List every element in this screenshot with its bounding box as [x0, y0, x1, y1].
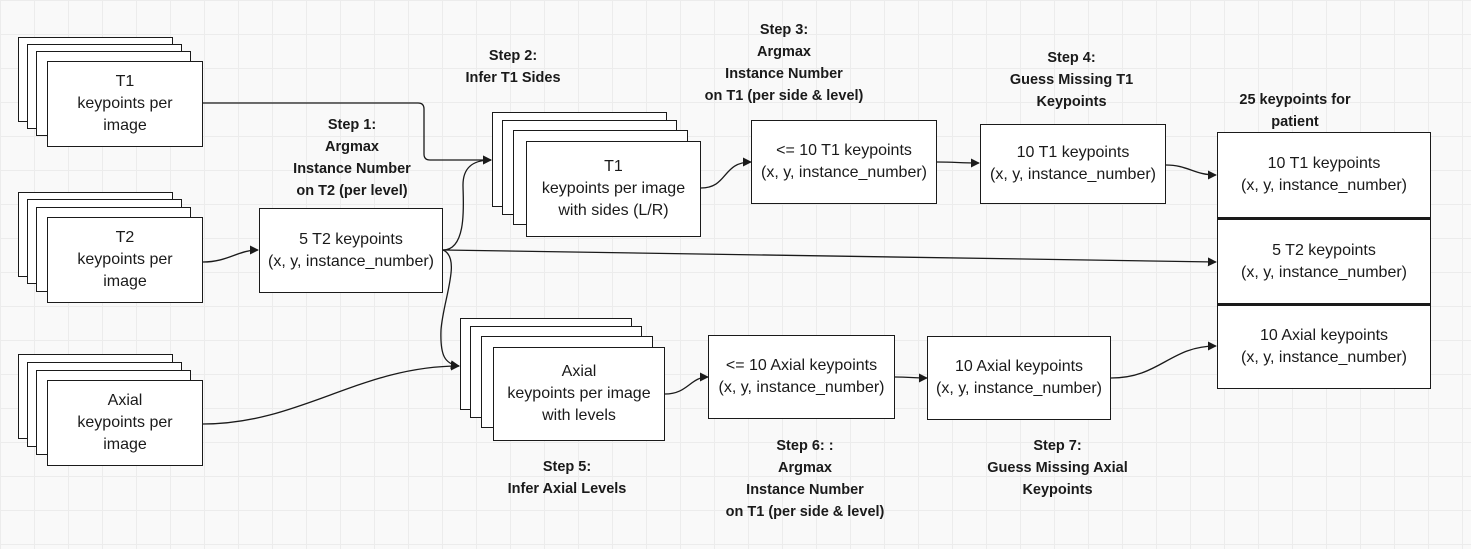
step1-label-line: Instance Number — [293, 161, 411, 177]
step6-label-line: Step 6: : — [776, 438, 834, 454]
step2-box-line: with sides (L/R) — [558, 202, 669, 219]
step1-label: Step 1: Argmax Instance Number on T2 (pe… — [272, 114, 432, 202]
result-row-t2: 5 T2 keypoints (x, y, instance_number) — [1217, 217, 1431, 304]
t1-input-line: T1 — [115, 73, 135, 90]
arrow-step3-to-step4 — [936, 158, 980, 168]
step5-box-line: keypoints per image — [507, 385, 651, 402]
step5-label-line: Step 5: — [542, 459, 592, 475]
step2-box-line: keypoints per image — [541, 180, 686, 197]
arrow-step2-to-step3 — [700, 157, 752, 189]
step3-label: Step 3: Argmax Instance Number on T1 (pe… — [684, 19, 884, 107]
step2-label-line: Step 2: — [488, 48, 538, 64]
step1-label-line: Step 1: — [327, 117, 377, 133]
arrow-t2-to-step1 — [202, 245, 259, 263]
step2-box: T1 keypoints per image with sides (L/R) — [526, 141, 701, 237]
step5-box: Axial keypoints per image with levels — [493, 347, 665, 441]
step1-box-line: (x, y, instance_number) — [268, 252, 434, 270]
step3-box-line: <= 10 T1 keypoints — [776, 142, 912, 159]
axial-input-box: Axial keypoints per image — [47, 380, 203, 466]
step7-box-line: 10 Axial keypoints — [954, 358, 1084, 375]
step1-box-line: 5 T2 keypoints — [299, 230, 403, 248]
step3-label-line: Argmax — [757, 44, 811, 60]
arrow-step1-to-step2 — [442, 155, 492, 251]
step7-box: 10 Axial keypoints (x, y, instance_numbe… — [927, 336, 1111, 420]
step1-label-line: on T2 (per level) — [296, 183, 408, 199]
step6-box-line: <= 10 Axial keypoints — [725, 357, 878, 374]
step6-label: Step 6: : Argmax Instance Number on T1 (… — [705, 435, 905, 523]
step3-box: <= 10 T1 keypoints (x, y, instance_numbe… — [751, 120, 937, 204]
t2-input-line: keypoints per — [77, 251, 173, 268]
step6-label-line: Instance Number — [746, 482, 864, 498]
step4-label-line: Guess Missing T1 — [1009, 72, 1134, 88]
step7-label-line: Guess Missing Axial — [987, 460, 1128, 476]
step7-label: Step 7: Guess Missing Axial Keypoints — [970, 435, 1145, 501]
step7-box-line: (x, y, instance_number) — [936, 380, 1102, 397]
result-row-line: 5 T2 keypoints — [1272, 241, 1376, 259]
step4-box-line: 10 T1 keypoints — [1016, 144, 1130, 161]
t1-input-box: T1 keypoints per image — [47, 61, 203, 147]
result-row-line: (x, y, instance_number) — [1241, 177, 1407, 194]
step5-box-line: with levels — [542, 407, 616, 424]
step6-label-line: Argmax — [778, 460, 832, 476]
arrow-step7-to-result-axial — [1110, 341, 1217, 379]
step4-label-line: Step 4: — [1047, 50, 1096, 66]
step6-box: <= 10 Axial keypoints (x, y, instance_nu… — [708, 335, 895, 419]
result-row-line: (x, y, instance_number) — [1241, 263, 1407, 281]
result-label-line: patient — [1271, 114, 1319, 130]
t2-input-box: T2 keypoints per image — [47, 217, 203, 303]
result-label: 25 keypoints for patient — [1215, 89, 1375, 133]
arrow-step5-to-step6 — [664, 372, 709, 395]
step4-box: 10 T1 keypoints (x, y, instance_number) — [980, 124, 1166, 204]
axial-input-line: image — [103, 436, 147, 453]
t1-input-line: keypoints per — [77, 95, 173, 112]
step3-label-line: Step 3: — [759, 22, 809, 38]
step4-label: Step 4: Guess Missing T1 Keypoints — [989, 47, 1154, 113]
arrow-step6-to-step7 — [894, 373, 928, 383]
step6-label-line: on T1 (per side & level) — [725, 504, 885, 520]
axial-input-line: Axial — [107, 392, 143, 409]
step7-label-line: Keypoints — [1022, 482, 1093, 498]
step7-label-line: Step 7: — [1033, 438, 1082, 454]
arrow-axial-to-step5 — [202, 361, 460, 425]
step5-box-line: Axial — [561, 363, 597, 380]
result-row-t1: 10 T1 keypoints (x, y, instance_number) — [1217, 132, 1431, 218]
step5-label-line: Infer Axial Levels — [507, 481, 627, 497]
step1-box: 5 T2 keypoints (x, y, instance_number) — [259, 208, 443, 293]
arrow-step1-to-step5 — [440, 249, 460, 370]
t1-input-line: image — [103, 117, 147, 134]
result-label-line: 25 keypoints for — [1239, 92, 1351, 108]
result-row-line: (x, y, instance_number) — [1241, 349, 1407, 366]
arrow-step4-to-result-t1 — [1165, 164, 1217, 180]
result-row-axial: 10 Axial keypoints (x, y, instance_numbe… — [1217, 303, 1431, 389]
arrow-t1-to-step2 — [203, 102, 492, 165]
step6-box-line: (x, y, instance_number) — [718, 379, 885, 396]
t2-input-line: image — [103, 273, 147, 290]
step1-label-line: Argmax — [325, 139, 379, 155]
step2-box-line: T1 — [604, 158, 623, 175]
step2-label-line: Infer T1 Sides — [465, 70, 561, 86]
step3-box-line: (x, y, instance_number) — [761, 164, 927, 181]
step3-label-line: Instance Number — [725, 66, 843, 82]
step5-label: Step 5: Infer Axial Levels — [487, 456, 647, 500]
step4-box-line: (x, y, instance_number) — [990, 166, 1156, 183]
result-row-line: 10 T1 keypoints — [1267, 155, 1381, 172]
axial-input-line: keypoints per — [77, 414, 173, 431]
result-row-line: 10 Axial keypoints — [1259, 327, 1389, 344]
step3-label-line: on T1 (per side & level) — [704, 88, 864, 104]
arrow-step1-to-result-t2 — [442, 249, 1217, 267]
t2-input-line: T2 — [115, 229, 135, 246]
step2-label: Step 2: Infer T1 Sides — [433, 45, 593, 89]
step4-label-line: Keypoints — [1036, 94, 1107, 110]
